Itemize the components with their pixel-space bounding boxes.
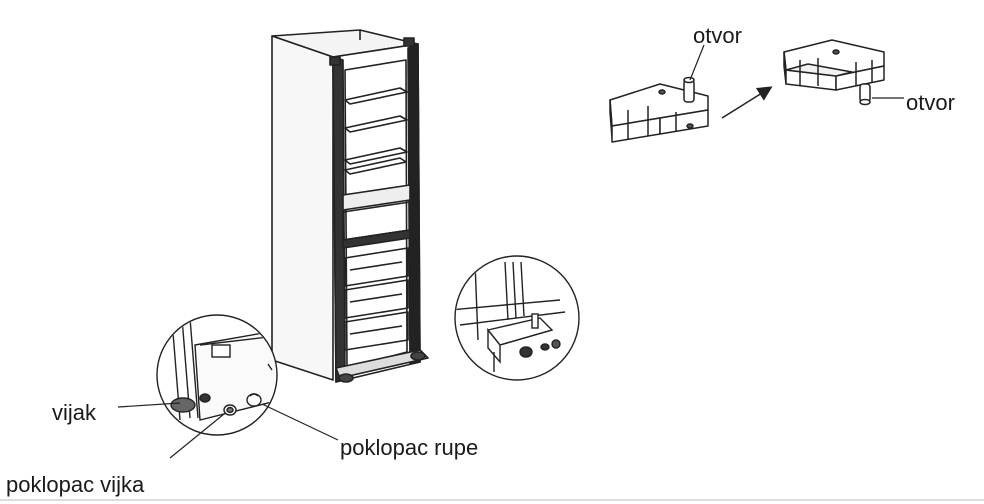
hinge-bracket-reversed xyxy=(783,39,904,106)
label-hole-right: otvor xyxy=(906,90,955,115)
label-hole-top: otvor xyxy=(693,23,742,48)
label-screw: vijak xyxy=(52,400,97,425)
label-hole-cover: poklopac rupe xyxy=(340,435,479,460)
detail-circle-left xyxy=(117,314,339,459)
direction-arrow xyxy=(721,86,773,119)
label-screw-cover: poklopac vijka xyxy=(6,472,145,497)
detail-circle-right xyxy=(454,255,580,381)
hinge-bracket-original xyxy=(609,44,709,143)
refrigerator xyxy=(271,29,429,383)
